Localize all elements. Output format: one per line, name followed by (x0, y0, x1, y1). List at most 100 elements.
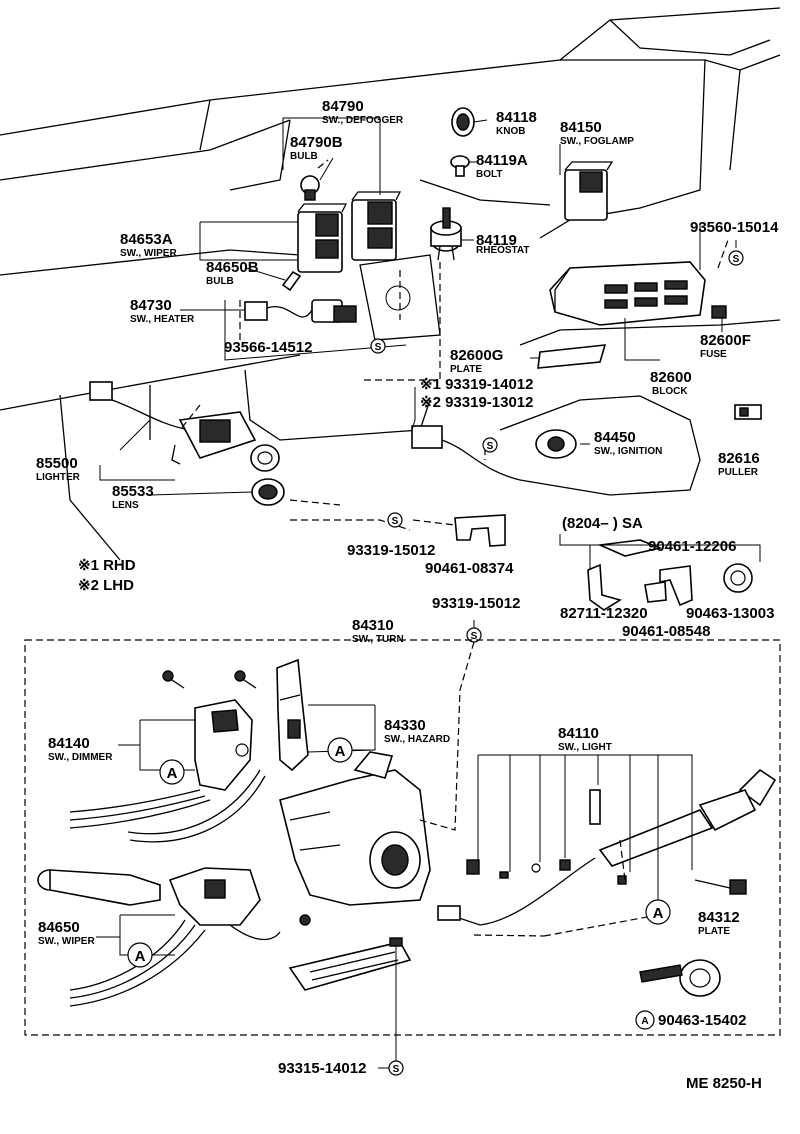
sub-84650: SW., WIPER (38, 936, 95, 947)
label-90461-08374: 90461-08374 (425, 560, 514, 577)
label-84119a: 84119A (476, 152, 528, 169)
upper-parts (89, 107, 762, 611)
label-84118: 84118 (496, 109, 537, 126)
lower-parts (37, 658, 777, 1007)
lens-part (251, 478, 285, 506)
sub-85500: LIGHTER (36, 472, 81, 483)
label-84790b: 84790B (290, 134, 343, 151)
screw-markers: S S S S S S (370, 250, 744, 1076)
marker-a-clamp: A (635, 1010, 655, 1030)
bulb-84650b-part (281, 270, 302, 292)
label-93315: 93315-14012 (278, 1060, 366, 1077)
label-84653a: 84653A (120, 231, 173, 248)
svg-text:S: S (733, 254, 740, 265)
sub-84312: PLATE (698, 926, 730, 937)
sub-84150: SW., FOGLAMP (560, 136, 634, 147)
screw-marker-93560: S (728, 250, 744, 266)
label-84730: 84730 (130, 297, 172, 314)
label-84650b: 84650B (206, 259, 259, 276)
defogger-switch-part (351, 191, 402, 261)
rheostat-part (430, 207, 462, 261)
fuse-part (711, 305, 727, 319)
ignition-switch-part (411, 425, 577, 481)
fuse-block-part (549, 261, 706, 326)
dashed-guides-upper (179, 159, 729, 531)
label-84119: 84119 (476, 232, 517, 249)
wiper-switch-lower-part (37, 867, 281, 1007)
label-85533: 85533 (112, 483, 154, 500)
label-90463-15402: 90463-15402 (658, 1012, 746, 1029)
screw-marker-93566: S (370, 338, 386, 354)
svg-text:S: S (375, 342, 382, 353)
note-lhd: ※2 LHD (78, 577, 134, 594)
label-93319-14012: ※1 93319-14012 (420, 376, 534, 393)
screw-marker-93315: S (388, 1060, 404, 1076)
marker-a-light: A (645, 899, 671, 925)
screw-part-1 (162, 670, 185, 689)
label-82600f: 82600F (700, 332, 751, 349)
plate-82600g-part (537, 344, 607, 369)
sub-84450: SW., IGNITION (594, 446, 662, 457)
foglamp-switch-part (564, 161, 614, 221)
label-82711: 82711-12320 (560, 605, 648, 622)
label-84150: 84150 (560, 119, 602, 136)
svg-text:S: S (392, 516, 399, 527)
label-93319-15012-b: 93319-15012 (432, 595, 520, 612)
label-82616: 82616 (718, 450, 760, 467)
label-84330: 84330 (384, 717, 426, 734)
sub-82600: BLOCK (652, 386, 688, 397)
label-82600g: 82600G (450, 347, 503, 364)
label-82600: 82600 (650, 369, 692, 386)
label-93566: 93566-14512 (224, 339, 312, 356)
sa-clamps (587, 539, 753, 611)
screw-part-2 (234, 670, 257, 689)
sub-84330: SW., HAZARD (384, 734, 450, 745)
sub-82600g: PLATE (450, 364, 482, 375)
sub-82616: PULLER (718, 467, 759, 478)
sub-84653a: SW., WIPER (120, 248, 177, 259)
bracket-90461-08374-part (454, 514, 506, 547)
label-93319-15012-a: 93319-15012 (347, 542, 435, 559)
clamp-90463-15402-part (639, 959, 721, 997)
screw-marker-93319-15012-a: S (387, 512, 403, 528)
label-84140: 84140 (48, 735, 90, 752)
puller-part (734, 404, 762, 420)
sub-84730: SW., HEATER (130, 314, 195, 325)
label-84312: 84312 (698, 909, 740, 926)
sub-84790b: BULB (290, 151, 318, 162)
svg-text:S: S (487, 441, 494, 452)
sub-84119: RHEOSTAT (476, 245, 530, 256)
label-93319-13012: ※2 93319-13012 (420, 394, 534, 411)
sub-84110: SW., LIGHT (558, 742, 612, 753)
light-switch-part (437, 768, 777, 926)
labels-lower: 93319-15012 84310 SW., TURN 84330 SW., H… (38, 595, 762, 1092)
label-90461-08548: 90461-08548 (622, 623, 710, 640)
svg-text:A: A (135, 948, 146, 965)
svg-text:S: S (471, 631, 478, 642)
assembly-markers: A A A A A (127, 737, 671, 1030)
screw-marker-93319-14012: S (482, 437, 498, 453)
leader-lines-lower (96, 620, 693, 1069)
label-90461-12206: 90461-12206 (648, 538, 736, 555)
label-84650: 84650 (38, 919, 80, 936)
bolt-part (450, 155, 470, 177)
svg-text:A: A (167, 765, 178, 782)
marker-a-dimmer: A (159, 759, 185, 785)
marker-a-hazard: A (327, 737, 353, 763)
label-93560: 93560-15014 (690, 219, 779, 236)
label-85500: 85500 (36, 455, 78, 472)
bulb-84790b-part (300, 175, 320, 201)
turn-switch-body-part (279, 751, 431, 926)
sub-84650b: BULB (206, 276, 234, 287)
svg-text:A: A (641, 1016, 648, 1027)
dimmer-switch-part (69, 699, 266, 843)
label-sa-range: (8204– ) SA (562, 515, 643, 532)
leader-lines-upper (99, 117, 761, 570)
reference-code: ME 8250-H (686, 1075, 762, 1092)
svg-text:A: A (335, 743, 346, 760)
turn-switch-assembly-box (24, 639, 781, 1036)
label-84790: 84790 (322, 98, 364, 115)
sub-84310: SW., TURN (352, 634, 404, 645)
sub-84118: KNOB (496, 126, 525, 137)
